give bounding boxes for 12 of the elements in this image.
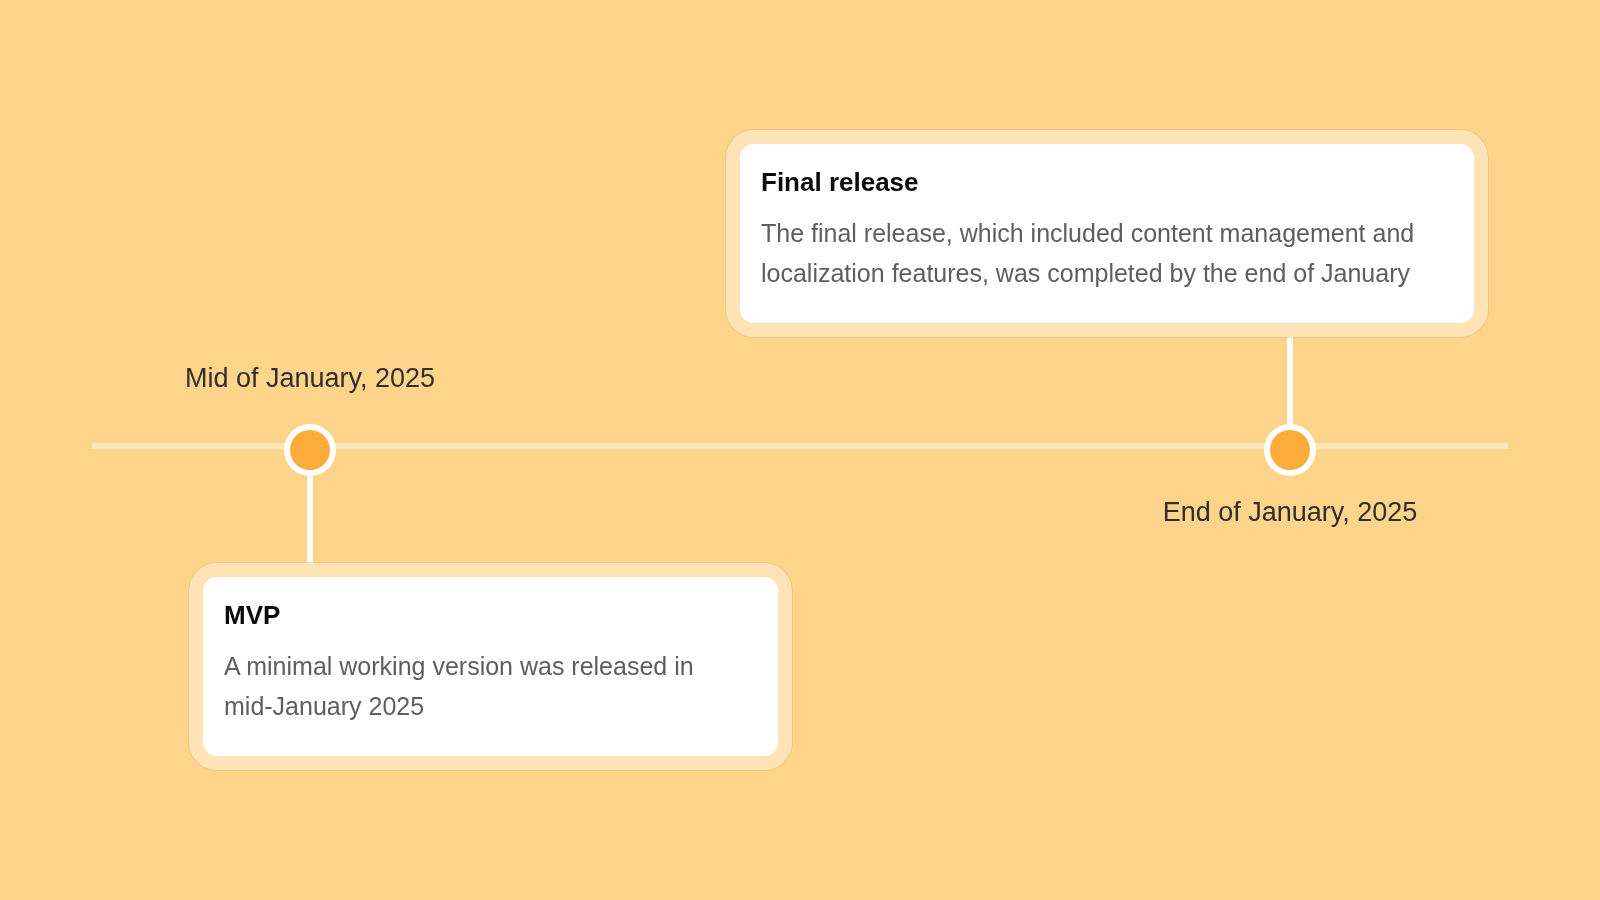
event-card	[189, 563, 792, 770]
card-title: MVP	[224, 599, 282, 631]
card-title: Final release	[761, 166, 920, 198]
card-text: A minimal working version was released in mid-January 2025	[224, 651, 695, 722]
timeline-dot	[1264, 424, 1316, 476]
card-text: The final release, which included content management and localization features, was completed by the end of January	[761, 218, 1416, 289]
connector-line	[307, 476, 313, 563]
date-label: End of January, 2025	[1162, 496, 1418, 528]
connector-line	[1287, 337, 1293, 424]
event-card	[726, 130, 1488, 337]
date-label: Mid of January, 2025	[184, 362, 436, 394]
timeline-dot	[284, 424, 336, 476]
